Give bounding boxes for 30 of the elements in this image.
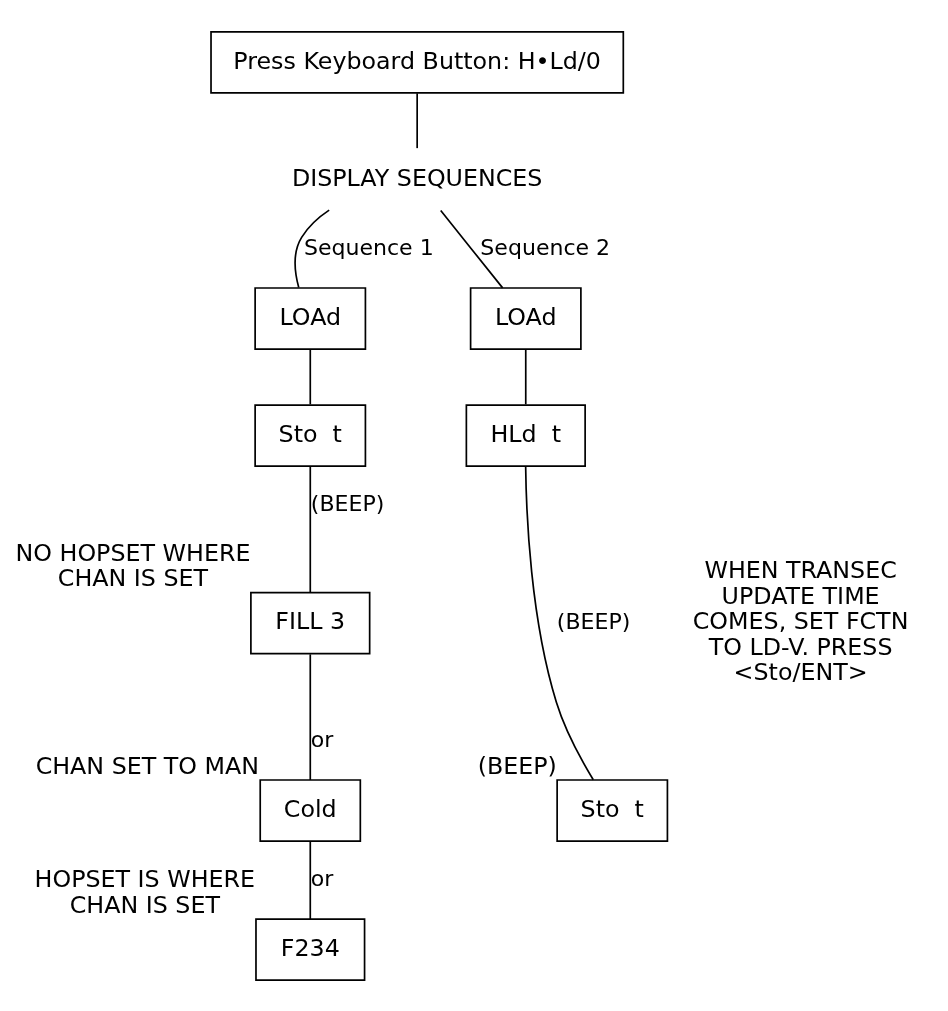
node-label: HOPSET IS WHERE CHAN IS SET [34, 864, 256, 919]
node-box: F234 [255, 917, 366, 981]
edge-label: (BEEP) [556, 608, 631, 634]
connector [294, 208, 331, 288]
edge-label: or [310, 865, 334, 891]
connector [309, 840, 312, 920]
node-box: Sto t [556, 778, 669, 842]
edge-label: (BEEP) [310, 490, 385, 516]
node-label: NO HOPSET WHERE CHAN IS SET [15, 538, 251, 592]
edge-label: or [310, 726, 334, 752]
connector [416, 91, 418, 149]
connector [309, 653, 312, 781]
edge-label: Sequence 1 [303, 234, 434, 260]
connector [524, 348, 527, 405]
label: WHEN TRANSEC UPDATE TIME COMES, SET FCTN TO LD-V. PRESS <Sto/ENT> [692, 555, 909, 686]
node-label: (BEEP) [477, 751, 557, 780]
node-box: Cold [259, 778, 362, 842]
node-box: Press Keyboard Button: H•Ld/0 [210, 30, 625, 94]
node-box: HLd t [465, 403, 586, 467]
node-box: Sto t [254, 403, 367, 467]
connector [309, 465, 312, 593]
node-text: DISPLAY SEQUENCES [291, 163, 543, 192]
connector [439, 209, 504, 289]
connector [309, 348, 312, 405]
node-box: LOAd [254, 286, 367, 350]
connector [524, 465, 595, 781]
edge-label: Sequence 2 [480, 234, 611, 260]
node-label: CHAN SET TO MAN [35, 751, 260, 780]
node-box: FILL 3 [250, 591, 371, 654]
node-box: LOAd [469, 286, 582, 350]
